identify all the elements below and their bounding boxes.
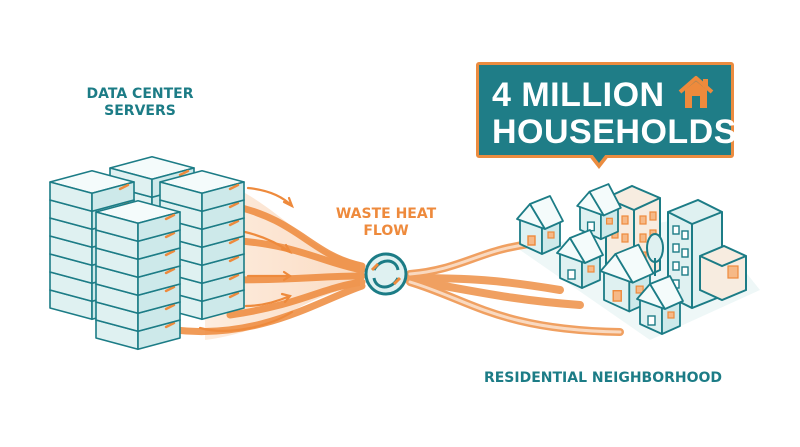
house-icon <box>678 76 714 108</box>
house <box>556 229 604 289</box>
waste-heat-flow-label: WASTE HEAT FLOW <box>320 206 452 240</box>
servers-label-line2: SERVERS <box>104 102 176 119</box>
house <box>516 195 564 255</box>
server-rack-icon <box>49 155 245 351</box>
server-unit <box>159 169 245 213</box>
house <box>636 275 684 335</box>
servers-label: DATA CENTER SERVERS <box>70 86 210 120</box>
server-unit <box>49 169 135 213</box>
server-unit <box>95 199 181 243</box>
tree-icon <box>646 233 664 276</box>
residential-neighborhood <box>516 183 760 340</box>
shop-building <box>699 244 747 302</box>
flow-label-line1: WASTE HEAT <box>335 206 437 222</box>
households-callout <box>476 62 734 158</box>
house <box>599 243 655 313</box>
neighborhood-label: RESIDENTIAL NEIGHBORHOOD <box>483 370 723 386</box>
house <box>576 183 622 241</box>
houses <box>516 183 684 335</box>
flow-label-line2: FLOW <box>363 222 409 239</box>
callout-line1: 4 MILLION <box>492 76 665 114</box>
callout-line2: HOUSEHOLDS <box>492 113 737 151</box>
heat-arrows <box>198 186 295 332</box>
servers-label-line1: DATA CENTER <box>86 86 194 102</box>
heat-exchanger-icon <box>364 252 408 296</box>
